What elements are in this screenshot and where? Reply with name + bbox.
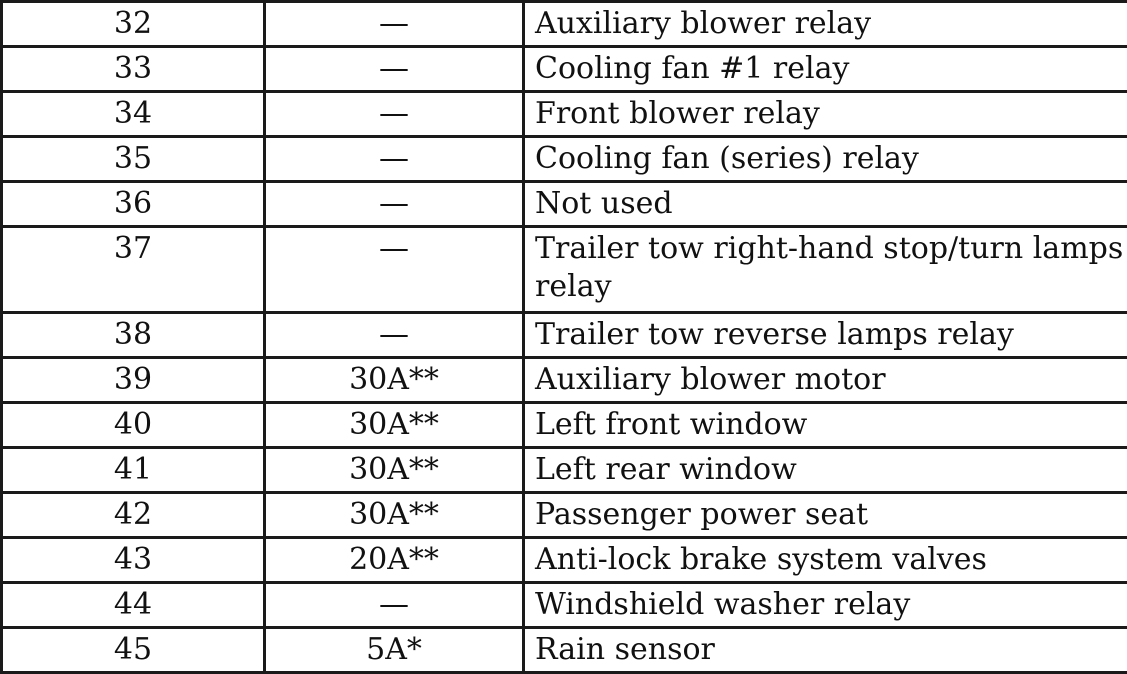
fuse-rating: 30A** [263, 356, 525, 404]
fuse-rating: — [263, 0, 525, 48]
table-row: 36 — Not used [0, 180, 1127, 228]
fuse-description: Cooling fan #1 relay [522, 45, 1127, 93]
fuse-number: 33 [0, 45, 266, 93]
fuse-rating: 5A* [263, 626, 525, 674]
fuse-rating: — [263, 90, 525, 138]
fuse-rating: — [263, 180, 525, 228]
fuse-description: Cooling fan (series) relay [522, 135, 1127, 183]
fuse-description: Passenger power seat [522, 491, 1127, 539]
fuse-description: Auxiliary blower motor [522, 356, 1127, 404]
fuse-number: 44 [0, 581, 266, 629]
table-row: 37 — Trailer tow right-hand stop/turn la… [0, 225, 1127, 314]
table-row: 34 — Front blower relay [0, 90, 1127, 138]
fuse-number: 34 [0, 90, 266, 138]
fuse-number: 39 [0, 356, 266, 404]
fuse-description: Rain sensor [522, 626, 1127, 674]
fuse-rating: 30A** [263, 491, 525, 539]
fuse-number: 37 [0, 225, 266, 314]
fuse-rating: 20A** [263, 536, 525, 584]
table-row: 44 — Windshield washer relay [0, 581, 1127, 629]
fuse-description: Trailer tow right-hand stop/turn lamps r… [522, 225, 1127, 314]
fuse-rating: — [263, 45, 525, 93]
table-row: 32 — Auxiliary blower relay [0, 0, 1127, 48]
fuse-rating: — [263, 581, 525, 629]
fuse-rating: — [263, 225, 525, 314]
table-row: 43 20A** Anti-lock brake system valves [0, 536, 1127, 584]
table-row: 40 30A** Left front window [0, 401, 1127, 449]
fuse-number: 38 [0, 311, 266, 359]
table-row: 35 — Cooling fan (series) relay [0, 135, 1127, 183]
table-row: 45 5A* Rain sensor [0, 626, 1127, 674]
table-row: 41 30A** Left rear window [0, 446, 1127, 494]
fuse-description: Auxiliary blower relay [522, 0, 1127, 48]
fuse-description: Anti-lock brake system valves [522, 536, 1127, 584]
fuse-description: Trailer tow reverse lamps relay [522, 311, 1127, 359]
fuse-rating: 30A** [263, 446, 525, 494]
fuse-number: 35 [0, 135, 266, 183]
fuse-number: 36 [0, 180, 266, 228]
fuse-description: Front blower relay [522, 90, 1127, 138]
fuse-description: Left front window [522, 401, 1127, 449]
fuse-rating: — [263, 311, 525, 359]
fuse-description: Windshield washer relay [522, 581, 1127, 629]
fuse-number: 40 [0, 401, 266, 449]
fuse-description: Left rear window [522, 446, 1127, 494]
fuse-number: 42 [0, 491, 266, 539]
table-row: 38 — Trailer tow reverse lamps relay [0, 311, 1127, 359]
table-row: 33 — Cooling fan #1 relay [0, 45, 1127, 93]
fuse-rating: 30A** [263, 401, 525, 449]
fuse-number: 41 [0, 446, 266, 494]
table-row: 42 30A** Passenger power seat [0, 491, 1127, 539]
table-row: 39 30A** Auxiliary blower motor [0, 356, 1127, 404]
fuse-rating: — [263, 135, 525, 183]
fuse-number: 32 [0, 0, 266, 48]
fuse-number: 43 [0, 536, 266, 584]
fuse-number: 45 [0, 626, 266, 674]
fuse-description: Not used [522, 180, 1127, 228]
